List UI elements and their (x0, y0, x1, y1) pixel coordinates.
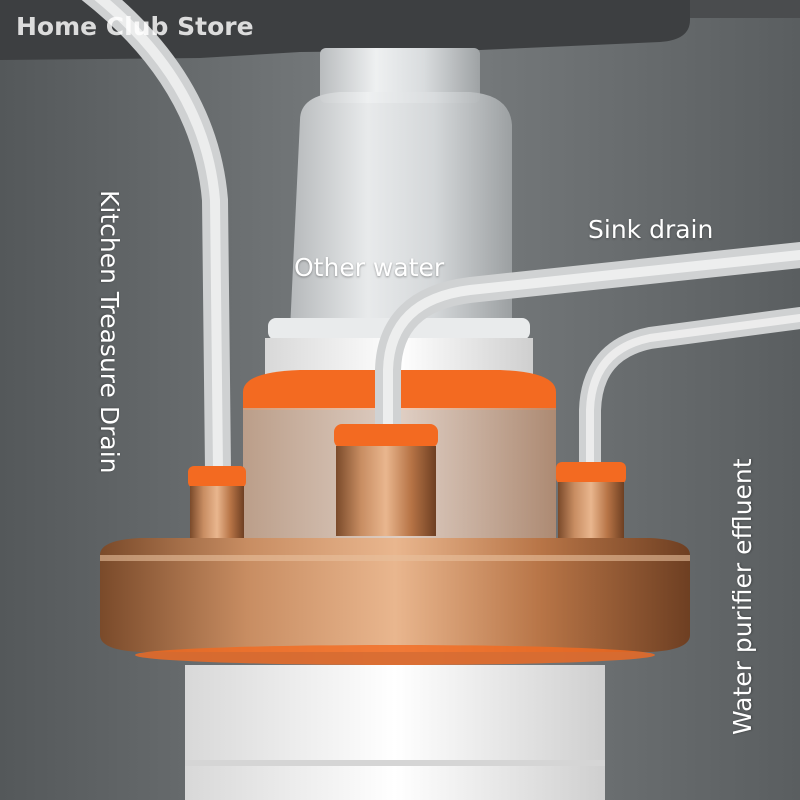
orange-glow (135, 645, 655, 665)
other-water-label: Other water (294, 253, 445, 282)
cabinet-corner (690, 0, 800, 18)
drain-pipe (185, 665, 605, 800)
left-inlet (190, 486, 244, 538)
bronze-base-ring (100, 538, 690, 652)
glass-neck (320, 48, 480, 103)
water-purifier-effluent-label: Water purifier effluent (728, 458, 757, 735)
left-inlet-cap (188, 466, 246, 488)
right-inlet (558, 482, 624, 538)
cabinet-top (0, 0, 690, 60)
glass-filter-cup (290, 92, 512, 330)
sink-drain-label: Sink drain (588, 215, 714, 244)
center-inlet (336, 446, 436, 536)
center-inlet-cap (334, 424, 438, 448)
kitchen-treasure-drain-label: Kitchen Treasure Drain (95, 190, 124, 474)
store-watermark: Home Club Store (16, 12, 254, 41)
right-inlet-cap (556, 462, 626, 484)
